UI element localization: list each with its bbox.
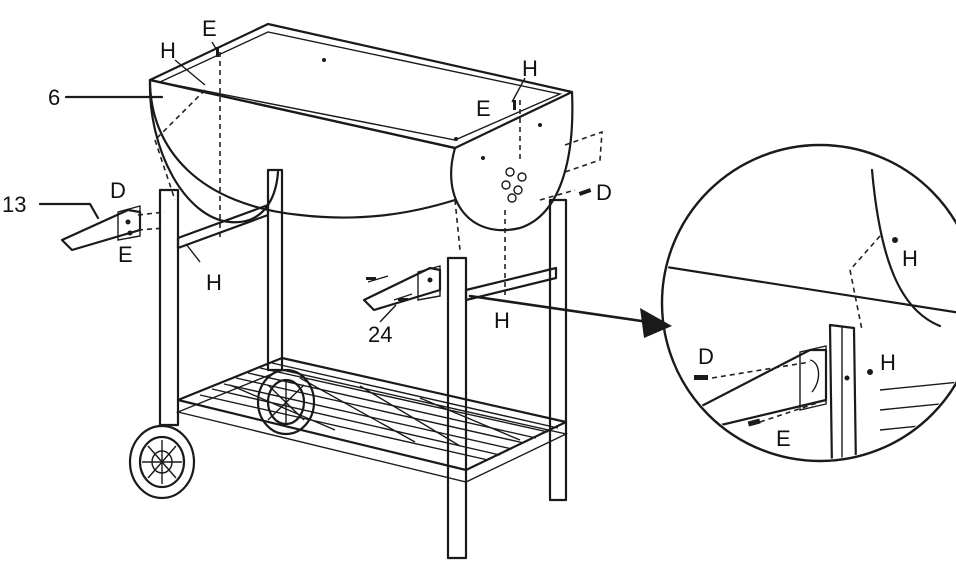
label-h-top-right: H (522, 56, 538, 81)
firebox-drum (148, 22, 574, 232)
label-part-13: 13 (2, 192, 26, 217)
rear-wheel (256, 368, 316, 436)
label-part-24: 24 (368, 322, 392, 347)
bracket-part-13 (60, 205, 142, 252)
label-d-right: D (596, 180, 612, 205)
front-wheel (128, 424, 196, 500)
detail-magnifier (660, 143, 956, 463)
label-h-top-left: H (160, 38, 176, 63)
bracket-part-24 (362, 265, 442, 312)
label-detail-e: E (776, 426, 791, 451)
label-part-6: 6 (48, 85, 60, 110)
callout-labels: 6 13 24 H E H E D D E H H H D H E (2, 16, 918, 451)
label-detail-h-top: H (902, 246, 918, 271)
label-e-top-left: E (202, 16, 217, 41)
screws (216, 47, 592, 301)
label-detail-d: D (698, 344, 714, 369)
label-h-mid: H (494, 308, 510, 333)
label-e-top-right: E (476, 96, 491, 121)
label-e-left: E (118, 242, 133, 267)
label-h-left: H (206, 270, 222, 295)
label-detail-h-mid: H (880, 350, 896, 375)
detail-arrow (468, 294, 672, 338)
leader-lines (38, 41, 526, 323)
label-d-left: D (110, 178, 126, 203)
cart-frame (158, 168, 569, 560)
